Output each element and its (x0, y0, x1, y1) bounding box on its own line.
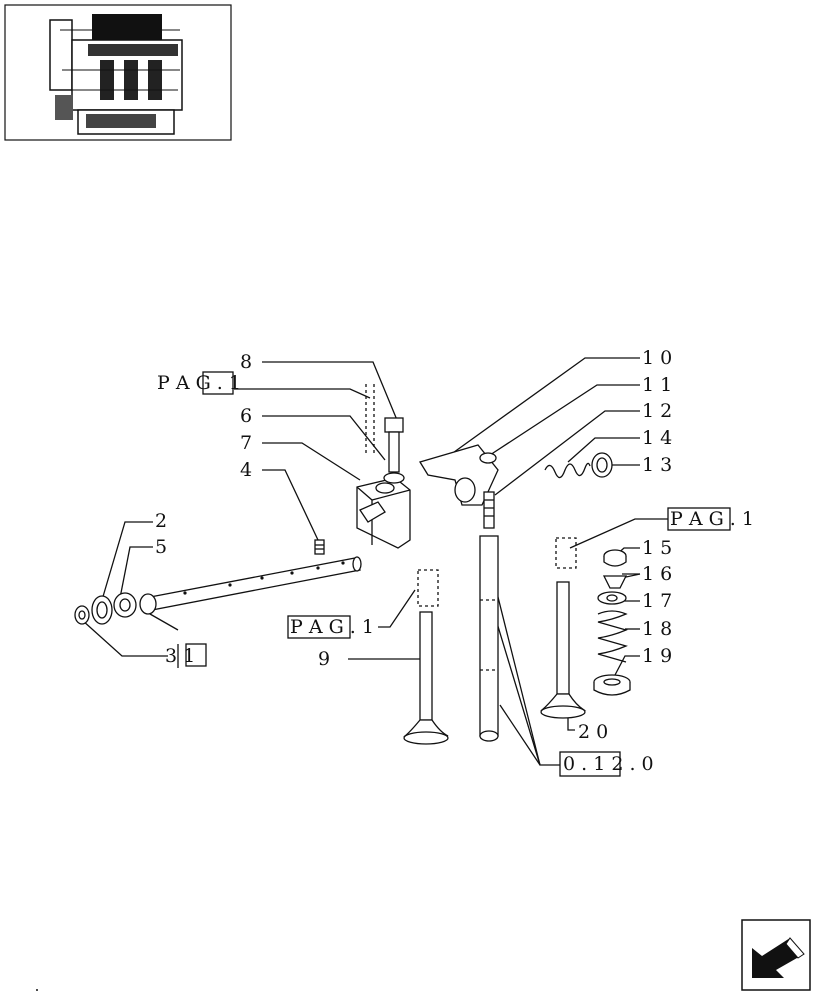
callout-pag-right: P A G . 1 (670, 508, 754, 530)
ref-box-pag-top (202, 371, 234, 395)
callout-13: 1 3 (642, 454, 672, 476)
next-page-arrow-icon[interactable] (741, 919, 811, 991)
spring-retainer-part (597, 591, 627, 605)
callout-5: 5 (155, 536, 167, 558)
callout-7: 7 (240, 432, 252, 454)
tappet-part (417, 537, 577, 607)
callout-17: 1 7 (642, 590, 672, 612)
engine-thumbnail-icon (4, 4, 232, 141)
spring-seat-part (593, 674, 631, 696)
callout-10: 1 0 (642, 347, 672, 369)
rocker-support-part (356, 477, 411, 549)
callout-pag-top: P A G . 1 (157, 372, 241, 394)
valve-spring-part (597, 610, 628, 663)
rocker-shaft (139, 556, 362, 615)
callout-9: 9 (318, 648, 330, 670)
ref-box-pag-mid (287, 615, 351, 639)
set-screw-part (314, 539, 325, 555)
push-rod-part (479, 535, 499, 742)
callout-16: 1 6 (642, 563, 672, 585)
leader-lines (81, 357, 668, 766)
callout-6: 6 (240, 405, 252, 427)
washer-part (74, 592, 137, 625)
ref-box-pag-right (667, 507, 731, 531)
spring-part (544, 452, 613, 479)
callout-18: 1 8 (642, 618, 672, 640)
ref-box-31 (185, 643, 207, 667)
bolt-part (383, 417, 405, 484)
callout-14: 1 4 (642, 427, 672, 449)
callout-19: 1 9 (642, 645, 672, 667)
rocker-arm-part (419, 444, 499, 506)
callout-15: 1 5 (642, 537, 672, 559)
callout-12: 1 2 (642, 400, 672, 422)
callout-4: 4 (240, 459, 252, 481)
callout-20: 2 0 (578, 721, 608, 743)
callout-2: 2 (155, 510, 167, 532)
ref-box-0120 (559, 751, 621, 777)
valve-cap-part (603, 549, 627, 567)
callout-31: 3 1 (165, 645, 195, 667)
callout-11: 1 1 (642, 374, 672, 396)
callout-8: 8 (240, 351, 252, 373)
adjuster-screw-part (483, 491, 495, 529)
callout-pag-mid: P A G . 1 (290, 616, 374, 638)
valve-collet-part (602, 575, 628, 589)
valve-right-part (540, 581, 587, 719)
callout-0120: 0 . 1 2 . 0 (563, 753, 654, 775)
valve-left-part (403, 611, 449, 745)
